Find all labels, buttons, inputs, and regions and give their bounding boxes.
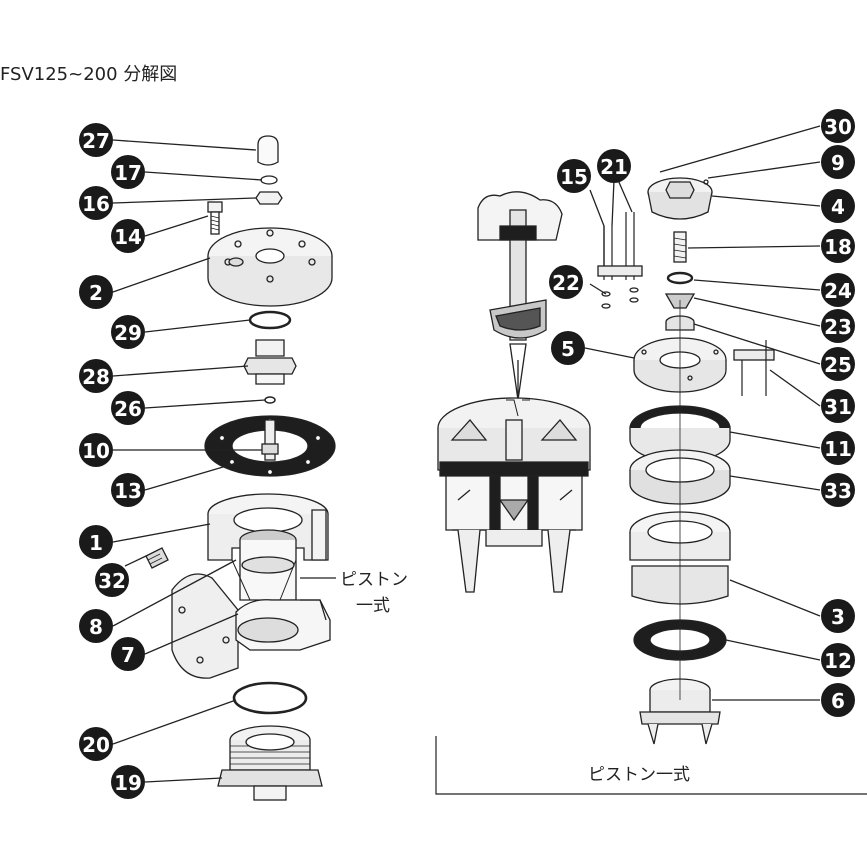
callout-number: 24 — [824, 279, 852, 303]
callout-27: 27 — [79, 123, 113, 157]
callout-number: 12 — [824, 649, 852, 673]
piston-cutaway — [437, 191, 591, 593]
callout-8: 8 — [79, 609, 113, 643]
callout-12: 12 — [821, 643, 855, 677]
callout-number: 16 — [82, 192, 110, 216]
callout-2: 2 — [79, 275, 113, 309]
callout-14: 14 — [111, 219, 145, 253]
callout-19: 19 — [111, 765, 145, 799]
piston-label-line2: 一式 — [356, 596, 390, 616]
callout-number: 25 — [824, 353, 852, 377]
callout-22: 22 — [549, 265, 583, 299]
callout-number: 21 — [600, 155, 628, 179]
callout-number: 31 — [824, 395, 852, 419]
callout-number: 30 — [824, 115, 852, 139]
callout-number: 2 — [89, 281, 103, 305]
callout-4: 4 — [821, 189, 855, 223]
callout-number: 32 — [98, 569, 126, 593]
callout-number: 1 — [89, 531, 103, 555]
callout-number: 7 — [121, 643, 135, 667]
part-2-flange — [207, 227, 333, 307]
part-19-adapter — [217, 725, 323, 801]
callout-number: 11 — [824, 437, 852, 461]
callout-number: 19 — [114, 771, 142, 795]
callout-20: 20 — [79, 727, 113, 761]
callout-1: 1 — [79, 525, 113, 559]
callout-number: 23 — [824, 315, 852, 339]
callout-21: 21 — [597, 149, 631, 183]
callout-number: 20 — [82, 733, 110, 757]
callout-13: 13 — [111, 473, 145, 507]
callout-5: 5 — [551, 331, 585, 365]
callout-18: 18 — [821, 229, 855, 263]
callout-24: 24 — [821, 273, 855, 307]
callout-number: 5 — [561, 337, 575, 361]
piston-label-line1: ピストン — [340, 570, 408, 590]
callout-7: 7 — [111, 637, 145, 671]
callout-15: 15 — [557, 159, 591, 193]
callout-number: 14 — [114, 225, 142, 249]
callout-6: 6 — [821, 683, 855, 717]
callout-number: 18 — [824, 235, 852, 259]
callout-number: 29 — [114, 321, 142, 345]
callout-number: 26 — [114, 397, 142, 421]
part-4-cover — [647, 177, 713, 220]
callout-25: 25 — [821, 347, 855, 381]
callout-number: 3 — [831, 605, 845, 629]
callout-10: 10 — [79, 433, 113, 467]
callout-33: 33 — [821, 473, 855, 507]
callout-number: 9 — [831, 151, 845, 175]
callout-number: 6 — [831, 689, 845, 713]
callout-30: 30 — [821, 109, 855, 143]
callout-23: 23 — [821, 309, 855, 343]
callout-11: 11 — [821, 431, 855, 465]
callout-number: 15 — [560, 165, 588, 189]
callout-number: 27 — [82, 129, 110, 153]
callout-number: 22 — [552, 271, 580, 295]
callout-number: 13 — [114, 479, 142, 503]
part-1-body — [207, 493, 329, 601]
page-title: FSV125~200 分解図 — [0, 64, 178, 85]
callout-16: 16 — [79, 186, 113, 220]
callout-number: 4 — [831, 195, 845, 219]
callout-28: 28 — [79, 359, 113, 393]
callout-9: 9 — [821, 145, 855, 179]
piston-box-label: ピストン一式 — [588, 765, 690, 785]
callout-number: 33 — [824, 479, 852, 503]
callout-17: 17 — [111, 155, 145, 189]
callout-31: 31 — [821, 389, 855, 423]
callout-29: 29 — [111, 315, 145, 349]
part-27-cap — [257, 135, 279, 166]
callout-number: 17 — [114, 161, 142, 185]
callout-number: 28 — [82, 365, 110, 389]
callout-number: 10 — [82, 439, 110, 463]
callout-number: 8 — [89, 615, 103, 639]
callout-3: 3 — [821, 599, 855, 633]
callout-26: 26 — [111, 391, 145, 425]
callout-32: 32 — [95, 563, 129, 597]
